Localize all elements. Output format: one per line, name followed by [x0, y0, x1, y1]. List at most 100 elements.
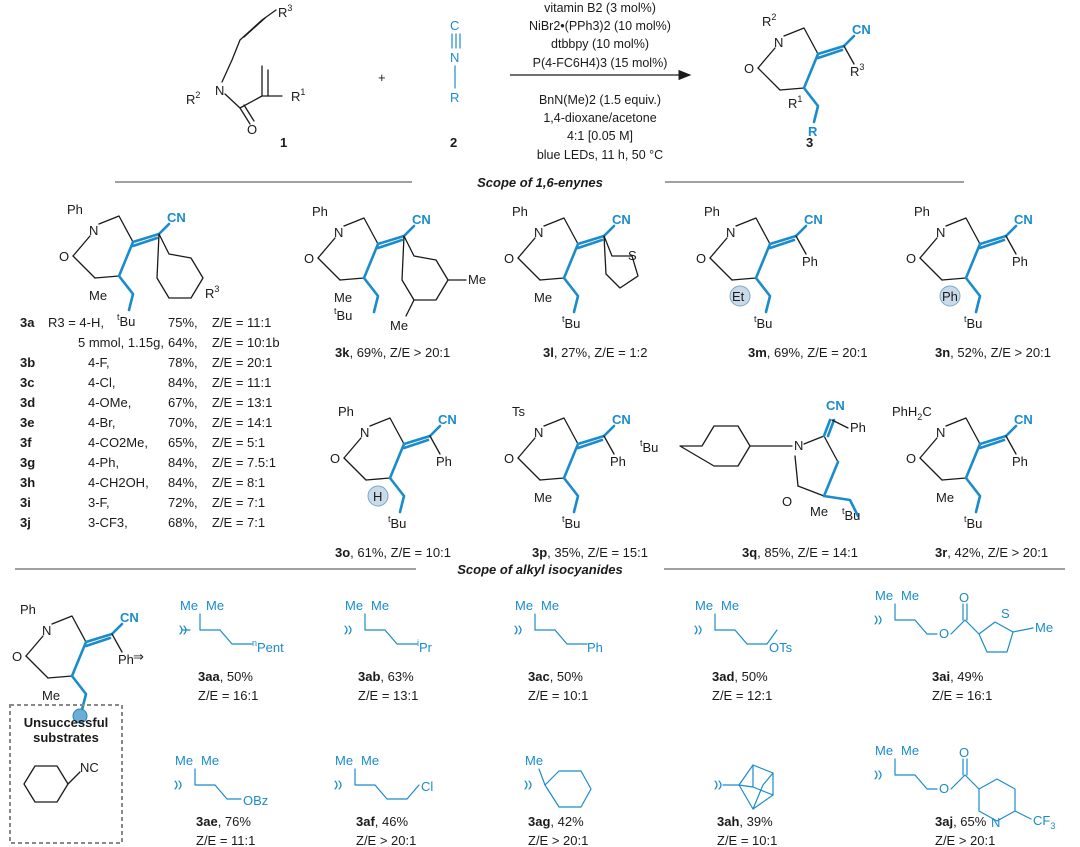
svg-text:Me: Me [390, 318, 408, 333]
svg-text:tBu: tBu [640, 438, 658, 455]
svg-text:CN: CN [412, 212, 431, 227]
svg-text:3e: 3e [20, 415, 34, 430]
svg-text:H: H [373, 489, 382, 504]
label-3ab: 3ab, 63% [358, 669, 414, 684]
svg-text:O: O [959, 745, 969, 760]
svg-text:C: C [450, 18, 459, 33]
table-row: 5 mmol, 1.15g, 64%, Z/E = 10:1b [78, 335, 280, 350]
atom-n: N [215, 83, 224, 98]
compound-3l-label: 3l, 27%, Z/E = 1:2 [543, 345, 647, 360]
svg-text:Ph: Ph [1012, 254, 1028, 269]
svg-text:3g: 3g [20, 455, 35, 470]
section-title-isocyanides: Scope of alkyl isocyanides [457, 562, 622, 577]
svg-text:Ph: Ph [802, 254, 818, 269]
svg-text:CN: CN [167, 210, 186, 225]
label-3ac: 3ac, 50% [528, 669, 583, 684]
svg-text:4-Ph,: 4-Ph, [88, 455, 119, 470]
ratio-3ac: Z/E = 10:1 [528, 688, 588, 703]
svg-text:R3: R3 [850, 62, 864, 79]
svg-text:CN: CN [612, 412, 631, 427]
svg-text:Ph: Ph [20, 602, 36, 617]
svg-text:O: O [906, 451, 916, 466]
svg-text:O: O [504, 251, 514, 266]
compound-3n-structure: N Ph O CN Ph Ph tBu [906, 204, 1033, 331]
svg-text:Ph: Ph [338, 404, 354, 419]
svg-text:S: S [1001, 606, 1010, 621]
svg-text:CN: CN [120, 610, 139, 625]
table-row: 3g 4-Ph, 84%, Z/E = 7.5:1 [20, 455, 276, 470]
svg-text:3a: 3a [20, 315, 35, 330]
svg-text:N: N [450, 50, 459, 65]
svg-text:R3 = 4-H,: R3 = 4-H, [48, 315, 104, 330]
reactant-2-label: 2 [450, 135, 457, 150]
label-3ad: 3ad, 50% [712, 669, 768, 684]
compound-3m-structure: N Ph O CN Ph Et tBu [696, 204, 823, 331]
svg-text:70%,: 70%, [168, 415, 198, 430]
condition-light: blue LEDs, 11 h, 50 °C [537, 148, 663, 162]
svg-text:Z/E = 13:1: Z/E = 13:1 [212, 395, 272, 410]
plus-sign: + [378, 70, 386, 85]
fragment-3ag: Me [524, 753, 592, 808]
svg-text:Ph: Ph [512, 204, 528, 219]
table-row: 3i 3-F, 72%, Z/E = 7:1 [20, 495, 265, 510]
svg-text:Z/E = 5:1: Z/E = 5:1 [212, 435, 265, 450]
svg-text:NC: NC [80, 760, 99, 775]
ratio-3ai: Z/E = 16:1 [932, 688, 992, 703]
r3-group: R3 [278, 3, 292, 20]
unsuccessful-subtitle: substrates [33, 730, 99, 745]
svg-text:Ph: Ph [67, 202, 83, 217]
reaction-conditions: vitamin B2 (3 mol%) NiBr2•(PPh3)2 (10 mo… [529, 1, 671, 162]
svg-text:Ts: Ts [512, 404, 526, 419]
svg-text:O: O [782, 494, 792, 509]
svg-text:68%,: 68%, [168, 515, 198, 530]
svg-text:R1: R1 [788, 94, 802, 111]
compound-3m-label: 3m, 69%, Z/E = 20:1 [748, 345, 868, 360]
ratio-3ab: Z/E = 13:1 [358, 688, 418, 703]
svg-text:Ph: Ph [850, 420, 866, 435]
compound-3o-label: 3o, 61%, Z/E = 10:1 [335, 545, 451, 560]
svg-text:Ph: Ph [914, 204, 930, 219]
svg-text:R: R [808, 124, 818, 139]
svg-text:CF3: CF3 [1033, 813, 1055, 831]
svg-text:OBz: OBz [243, 793, 268, 808]
r2-group: R2 [186, 90, 200, 107]
svg-text:5 mmol, 1.15g,: 5 mmol, 1.15g, [78, 335, 164, 350]
svg-text:N: N [794, 438, 803, 453]
svg-text:Ph: Ph [942, 289, 958, 304]
svg-text:CN: CN [1014, 412, 1033, 427]
svg-text:Me: Me [371, 598, 389, 613]
svg-text:Z/E = 11:1: Z/E = 11:1 [212, 315, 271, 330]
svg-text:Ph: Ph [610, 454, 626, 469]
svg-text:Z/E = 7.5:1: Z/E = 7.5:1 [212, 455, 276, 470]
highlight-circle [729, 285, 751, 307]
svg-text:Me: Me [875, 588, 893, 603]
svg-text:Me: Me [541, 598, 559, 613]
table-row: 3d 4-OMe, 67%, Z/E = 13:1 [20, 395, 272, 410]
table-row: 3j 3-CF3, 68%, Z/E = 7:1 [20, 515, 265, 530]
svg-text:Z/E = 7:1: Z/E = 7:1 [212, 515, 265, 530]
svg-text:N: N [42, 623, 51, 638]
reactant-1-structure: N R2 O R1 R3 [186, 3, 305, 137]
ratio-3ah: Z/E = 10:1 [717, 833, 777, 847]
svg-text:4-Br,: 4-Br, [88, 415, 115, 430]
svg-text:3q, 85%, Z/E = 14:1: 3q, 85%, Z/E = 14:1 [742, 545, 858, 560]
label-3af: 3af, 46% [356, 814, 408, 829]
svg-text:nPent: nPent [252, 638, 284, 655]
svg-text:Me: Me [335, 753, 353, 768]
retro-arrow: ⇒ [133, 649, 144, 664]
svg-text:Ph: Ph [312, 204, 328, 219]
svg-text:Me: Me [1035, 620, 1053, 635]
svg-text:R3: R3 [205, 284, 219, 301]
svg-text:3o, 61%, Z/E = 10:1: 3o, 61%, Z/E = 10:1 [335, 545, 451, 560]
svg-text:Ph: Ph [704, 204, 720, 219]
svg-text:Me: Me [180, 598, 198, 613]
aryl-product-structure: N Ph O CN R3 Me tBu [59, 202, 219, 329]
svg-text:Me: Me [695, 598, 713, 613]
svg-text:N: N [774, 35, 783, 50]
svg-text:Ph: Ph [118, 652, 134, 667]
svg-text:N: N [991, 815, 1000, 830]
